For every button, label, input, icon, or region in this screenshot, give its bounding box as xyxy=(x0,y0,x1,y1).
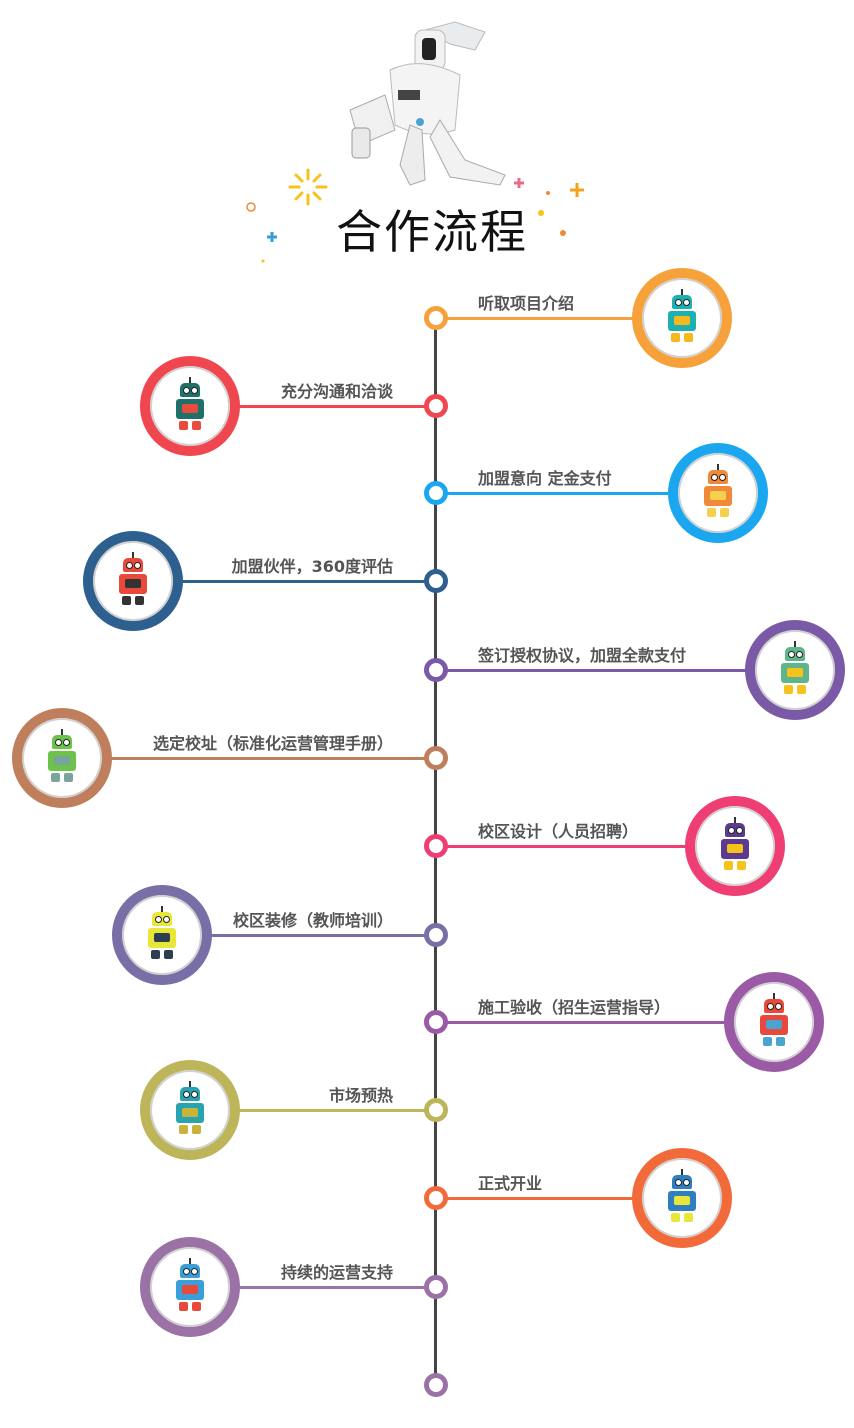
step-node xyxy=(424,1010,448,1034)
red-robot-icon xyxy=(116,552,150,608)
step-connector xyxy=(436,1197,682,1200)
heart-robot-icon xyxy=(757,993,791,1049)
step-connector xyxy=(62,757,436,760)
step-connector xyxy=(436,669,795,672)
step-node xyxy=(424,746,448,770)
orange-robot-icon xyxy=(701,464,735,520)
step-connector xyxy=(436,845,735,848)
yellow-green-robot-icon xyxy=(778,641,812,697)
step-connector xyxy=(190,1109,436,1112)
green-robot-icon xyxy=(173,377,207,433)
owl-robot-icon xyxy=(665,1169,699,1225)
step-label: 施工验收（招生运营指导） xyxy=(478,998,671,1017)
step-label: 加盟伙伴，360度评估 xyxy=(231,557,393,576)
step-label: 加盟意向 定金支付 xyxy=(478,469,612,488)
step-label: 选定校址（标准化运营管理手册） xyxy=(152,734,393,753)
blue-robot-icon xyxy=(173,1258,207,1314)
step-robot-badge xyxy=(724,972,824,1072)
timeline-end-node xyxy=(424,1373,448,1397)
step-label: 充分沟通和洽谈 xyxy=(280,382,393,401)
step-label: 签订授权协议，加盟全款支付 xyxy=(478,646,687,665)
step-label: 市场预热 xyxy=(328,1086,393,1105)
step-label: 听取项目介绍 xyxy=(478,294,575,313)
step-node xyxy=(424,1275,448,1299)
step-robot-badge xyxy=(632,1148,732,1248)
step-robot-badge xyxy=(112,885,212,985)
step-node xyxy=(424,923,448,947)
step-robot-badge xyxy=(745,620,845,720)
step-node xyxy=(424,658,448,682)
step-robot-badge xyxy=(685,796,785,896)
yellow-robot-icon xyxy=(145,906,179,962)
step-connector xyxy=(133,580,436,583)
green-arms-robot-icon xyxy=(45,729,79,785)
step-robot-badge xyxy=(83,531,183,631)
step-connector xyxy=(162,934,436,937)
step-connector xyxy=(190,405,436,408)
step-robot-badge xyxy=(140,356,240,456)
step-node xyxy=(424,306,448,330)
step-label: 校区装修（教师培训） xyxy=(232,911,393,930)
step-label: 持续的运营支持 xyxy=(280,1263,393,1282)
step-node xyxy=(424,481,448,505)
step-node xyxy=(424,1098,448,1122)
purple-robot-icon xyxy=(718,817,752,873)
step-robot-badge xyxy=(632,268,732,368)
step-label: 正式开业 xyxy=(478,1174,543,1193)
step-connector xyxy=(436,1021,774,1024)
step-connector xyxy=(190,1286,436,1289)
step-node xyxy=(424,834,448,858)
step-label: 校区设计（人员招聘） xyxy=(478,822,639,841)
page-title: 合作流程 xyxy=(336,205,528,259)
step-connector xyxy=(436,492,718,495)
step-robot-badge xyxy=(140,1060,240,1160)
step-robot-badge xyxy=(668,443,768,543)
teal-robot-icon xyxy=(665,289,699,345)
humanoid-robot-illustration xyxy=(349,21,506,186)
step-node xyxy=(424,569,448,593)
sparkle-decorations xyxy=(246,168,584,263)
step-robot-badge xyxy=(12,708,112,808)
step-node xyxy=(424,394,448,418)
step-node xyxy=(424,1186,448,1210)
step-robot-badge xyxy=(140,1237,240,1337)
step-connector xyxy=(436,317,682,320)
teal-yellow-robot-icon xyxy=(173,1081,207,1137)
